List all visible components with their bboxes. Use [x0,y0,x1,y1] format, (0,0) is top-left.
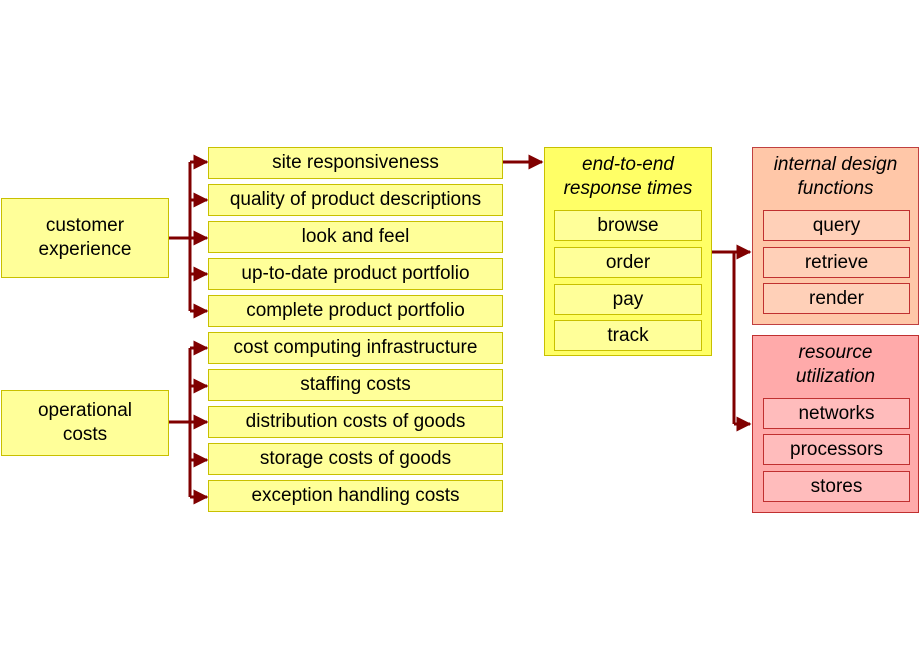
operational-costs-box: operational costs [1,390,169,456]
response-times-title: end-to-end response times [563,154,693,199]
customer-experience-box: customer experience [1,198,169,278]
staffing-costs-box: staffing costs [208,369,503,401]
cost-computing-box: cost computing infrastructure [208,332,503,364]
internal-design-title: internal design functions [773,154,898,199]
query-box: query [763,210,910,241]
look-and-feel-box: look and feel [208,221,503,253]
track-box: track [554,320,702,351]
networks-box: networks [763,398,910,429]
stores-box: stores [763,471,910,502]
complete-portfolio-box: complete product portfolio [208,295,503,327]
retrieve-box: retrieve [763,247,910,278]
exception-handling-box: exception handling costs [208,480,503,512]
site-responsiveness-box: site responsiveness [208,147,503,179]
distribution-costs-box: distribution costs of goods [208,406,503,438]
order-box: order [554,247,702,278]
browse-box: browse [554,210,702,241]
resource-utilization-title: resource utilization [795,342,876,387]
render-box: render [763,283,910,314]
processors-box: processors [763,434,910,465]
up-to-date-portfolio-box: up-to-date product portfolio [208,258,503,290]
quality-descriptions-box: quality of product descriptions [208,184,503,216]
storage-costs-box: storage costs of goods [208,443,503,475]
pay-box: pay [554,284,702,315]
